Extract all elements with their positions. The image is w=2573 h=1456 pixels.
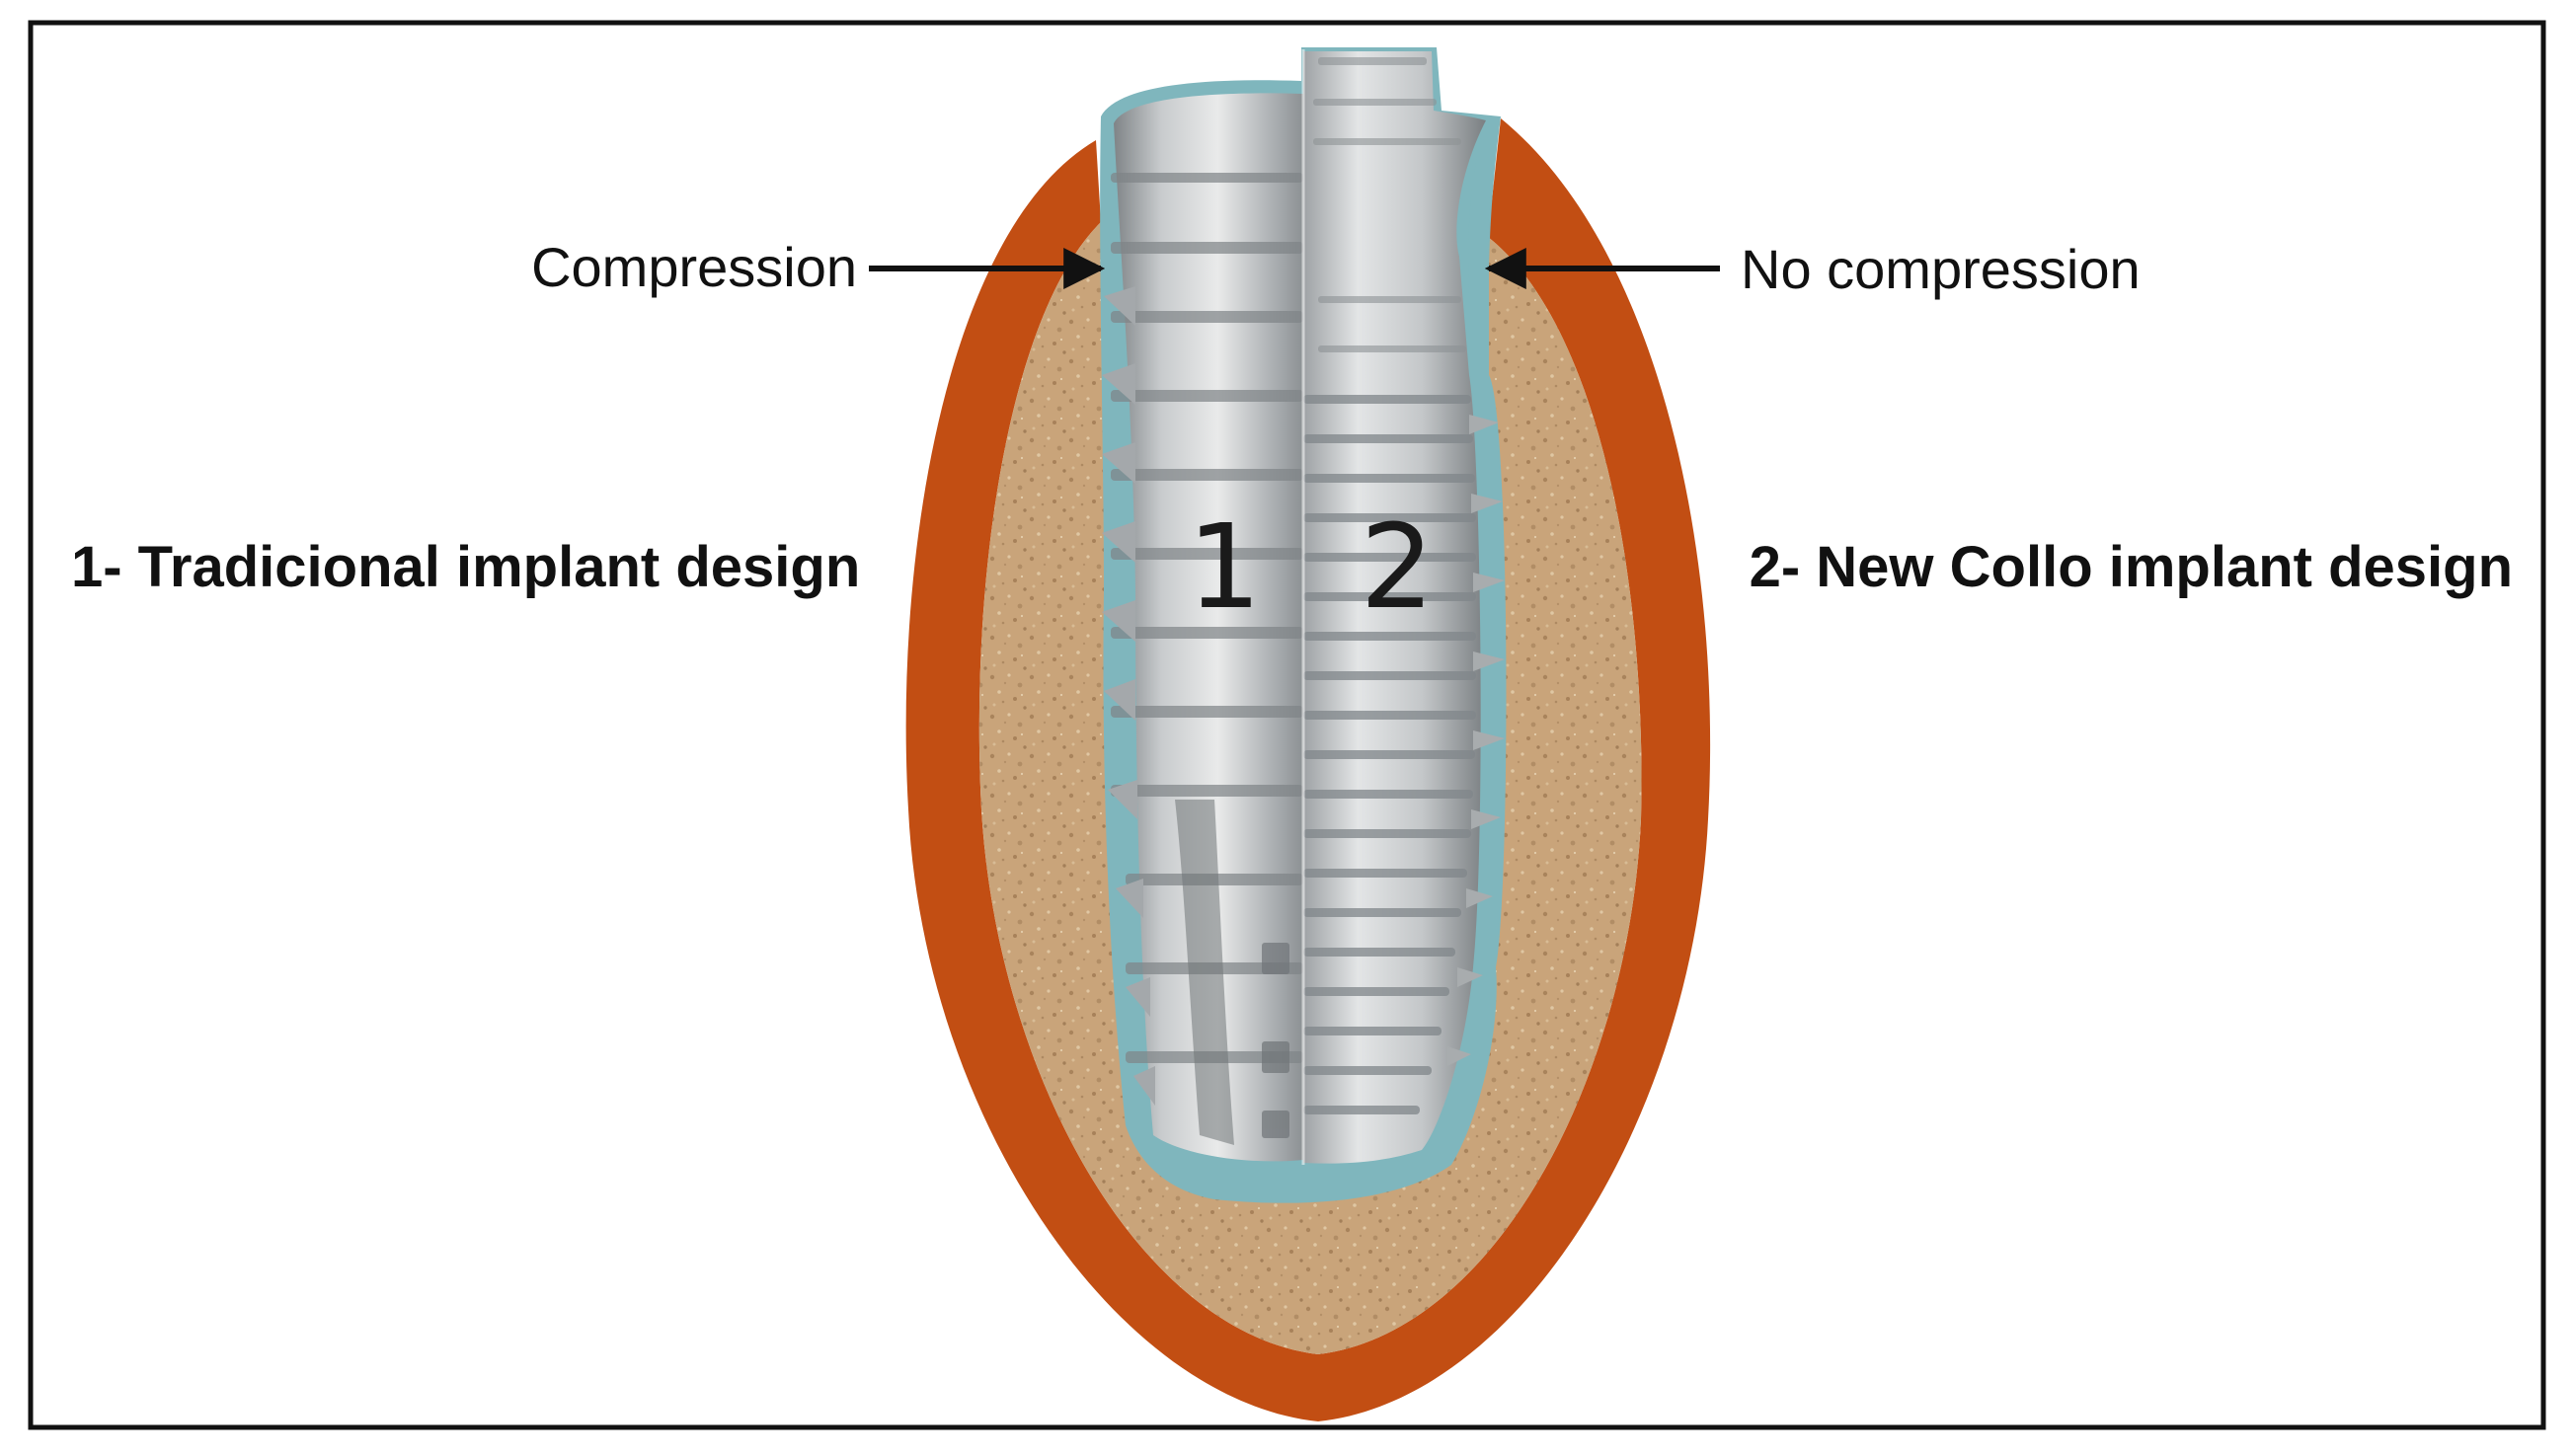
implant bbox=[1100, 47, 1507, 1203]
collo-apical-slots bbox=[1262, 943, 1289, 1138]
traditional-thread-teeth bbox=[1102, 286, 1155, 1106]
collo-thread-teeth bbox=[1447, 415, 1505, 1066]
side-number-1: 1 bbox=[1187, 498, 1261, 635]
collo-threads bbox=[1303, 395, 1476, 1114]
collo-collar-recess bbox=[1468, 120, 1499, 296]
collo-implant-half bbox=[1303, 51, 1486, 1164]
traditional-design-label: 1- Tradicional implant design bbox=[71, 535, 860, 599]
no-compression-label: No compression bbox=[1741, 238, 2141, 300]
compression-label: Compression bbox=[531, 236, 857, 298]
collo-collar-ridges bbox=[1313, 57, 1466, 352]
traditional-apical-groove bbox=[1175, 800, 1234, 1145]
collo-design-label: 2- New Collo implant design bbox=[1750, 535, 2513, 599]
side-number-2: 2 bbox=[1360, 498, 1434, 635]
